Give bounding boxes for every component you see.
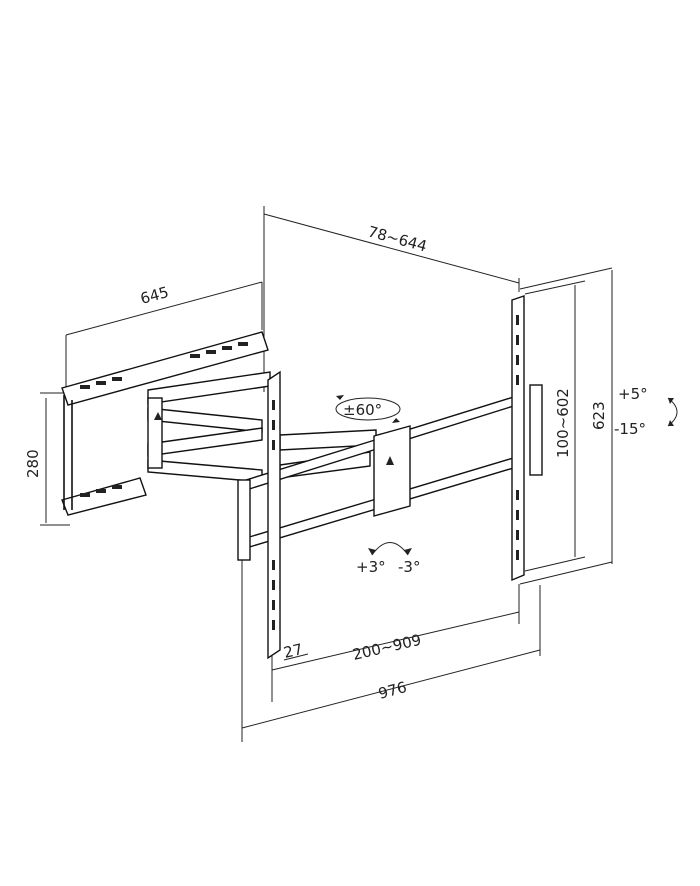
dimension-280: 280 [24, 392, 70, 526]
dimension-100-602: 100~602 [524, 280, 586, 572]
label-tilt-down: -15° [614, 420, 646, 438]
label-27: 27 [282, 640, 305, 662]
label-swivel: ±60° [343, 401, 382, 419]
label-200-909: 200~909 [351, 631, 423, 664]
level-indicator: +3° -3° [356, 542, 420, 576]
wall-plate [61, 331, 269, 516]
label-100-602: 100~602 [554, 388, 572, 458]
swing-arms [147, 371, 377, 483]
dimension-78-644: 78~644 [263, 206, 520, 392]
tilt-indicator: +5° -15° [614, 385, 678, 438]
swivel-indicator: ±60° [335, 395, 401, 423]
label-level-right: -3° [398, 558, 420, 576]
dimension-623: 623 [519, 267, 613, 585]
label-623: 623 [590, 401, 608, 430]
label-645: 645 [138, 283, 170, 308]
label-976: 976 [376, 678, 408, 703]
dimension-27: 27 [282, 640, 309, 662]
tv-bracket [237, 295, 543, 660]
label-280: 280 [24, 449, 42, 478]
label-tilt-up: +5° [618, 385, 648, 403]
label-level-left: +3° [356, 558, 386, 576]
